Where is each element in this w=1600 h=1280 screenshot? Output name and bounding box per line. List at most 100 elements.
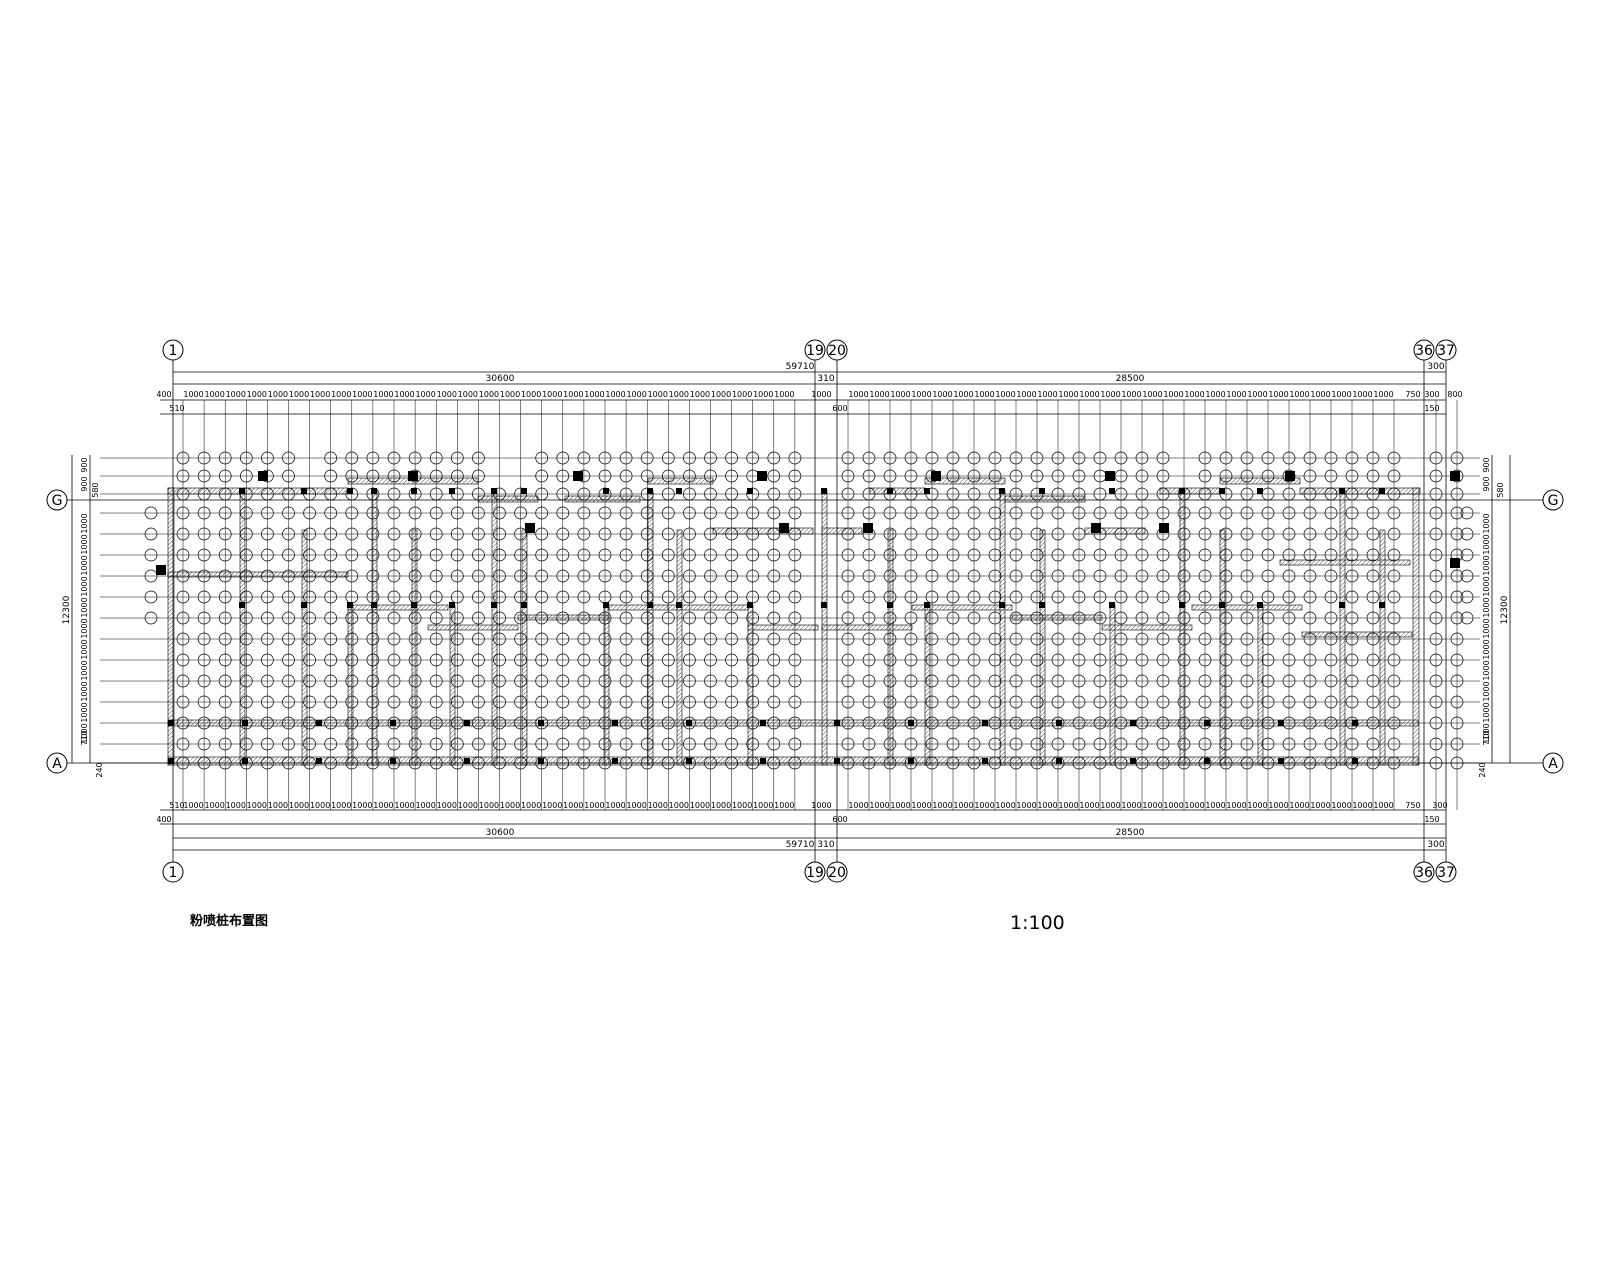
pile: [429, 695, 443, 709]
pile: [324, 674, 338, 688]
strip-foundation: [1191, 604, 1303, 611]
pile: [472, 548, 485, 562]
pile: [1429, 695, 1443, 709]
pile: [946, 695, 960, 709]
pile: [535, 590, 549, 604]
dim-pile-spacing-top: 1000: [774, 390, 794, 399]
pile: [683, 716, 696, 730]
dim-right-b-top: 300: [1424, 390, 1439, 399]
strip-foundation: [747, 624, 819, 631]
pile: [366, 548, 380, 562]
pile: [1303, 590, 1317, 604]
pile: [261, 590, 274, 604]
pile: [1198, 674, 1212, 688]
pile: [1072, 674, 1086, 688]
dim-pile-spacing-top: 1000: [310, 390, 330, 399]
pile: [556, 632, 570, 646]
pile: [1429, 632, 1443, 646]
pile: [345, 695, 359, 709]
pile: [725, 527, 738, 541]
pile: [988, 695, 1002, 709]
pile: [514, 653, 527, 667]
pile: [1345, 695, 1359, 709]
column-dot: [1179, 488, 1185, 494]
column-dot: [999, 602, 1005, 608]
dim-pile-spacing-bottom: 1000: [911, 801, 931, 810]
pile: [1261, 653, 1275, 667]
column-dot: [982, 720, 988, 726]
pile: [1009, 451, 1023, 465]
column-dot: [686, 758, 692, 764]
pile: [577, 653, 591, 667]
column-dot: [242, 720, 248, 726]
pile: [661, 674, 675, 688]
pile: [640, 674, 654, 688]
pile: [661, 737, 675, 751]
pile: [577, 632, 591, 646]
dim-left-bottom: 30600: [486, 828, 515, 838]
pile: [1009, 716, 1023, 730]
dim-pile-spacing-top: 1000: [352, 390, 372, 399]
pile: [788, 611, 802, 625]
pile: [493, 569, 506, 583]
dim-pile-spacing-right: 1000: [1482, 639, 1491, 659]
dim-pile-spacing-top: 1000: [732, 390, 752, 399]
pile: [218, 653, 232, 667]
pile: [408, 451, 422, 465]
pile: [1051, 527, 1065, 541]
pile: [925, 590, 939, 604]
pile: [366, 716, 380, 730]
pile: [1303, 653, 1317, 667]
pile: [556, 695, 570, 709]
title-block: 粉喷桩布置图 1:100: [190, 912, 1065, 934]
column-dot: [747, 488, 753, 494]
pile: [450, 653, 464, 667]
strip-foundation: [1011, 614, 1103, 621]
strip-foundation: [521, 529, 528, 766]
pile: [1177, 737, 1191, 751]
column-dot: [491, 488, 497, 494]
pile: [1177, 695, 1191, 709]
pile: [1198, 632, 1212, 646]
strip-foundation: [347, 604, 354, 766]
pile: [1261, 527, 1275, 541]
pile: [303, 674, 316, 688]
pile: [1156, 756, 1170, 770]
pile: [1219, 716, 1233, 730]
pile: [1282, 548, 1296, 562]
pile: [408, 548, 422, 562]
column-dot: [239, 488, 245, 494]
strip-foundation: [712, 527, 814, 535]
pile: [366, 527, 380, 541]
dim-pile-spacing-left: 1000: [80, 534, 89, 554]
column-dot: [908, 720, 914, 726]
pile: [841, 674, 855, 688]
pile: [1030, 716, 1044, 730]
dim-pile-spacing-left: 1000: [80, 681, 89, 701]
pile: [640, 569, 654, 583]
pile: [429, 506, 443, 520]
dim-vertical-bot-b-right: 240: [1478, 762, 1487, 777]
pile: [450, 632, 464, 646]
pile: [493, 548, 506, 562]
dim-pile-spacing-top: 1000: [1331, 390, 1351, 399]
pile: [767, 737, 781, 751]
pile: [197, 548, 211, 562]
pile: [1177, 653, 1191, 667]
strip-foundation: [517, 614, 609, 621]
pile: [1261, 569, 1275, 583]
pile: [598, 611, 612, 625]
dim-pile-spacing-top: 1000: [1352, 390, 1372, 399]
pile: [862, 569, 876, 583]
strip-foundation: [924, 477, 1006, 485]
pile: [1240, 548, 1254, 562]
pile: [883, 527, 897, 541]
pile: [1261, 611, 1275, 625]
pile: [1114, 611, 1128, 625]
pile: [1114, 548, 1128, 562]
pile: [619, 527, 633, 541]
pile: [1282, 451, 1296, 465]
dim-pile-spacing-top: 1000: [1226, 390, 1246, 399]
pile: [1177, 632, 1191, 646]
pile: [1198, 737, 1212, 751]
